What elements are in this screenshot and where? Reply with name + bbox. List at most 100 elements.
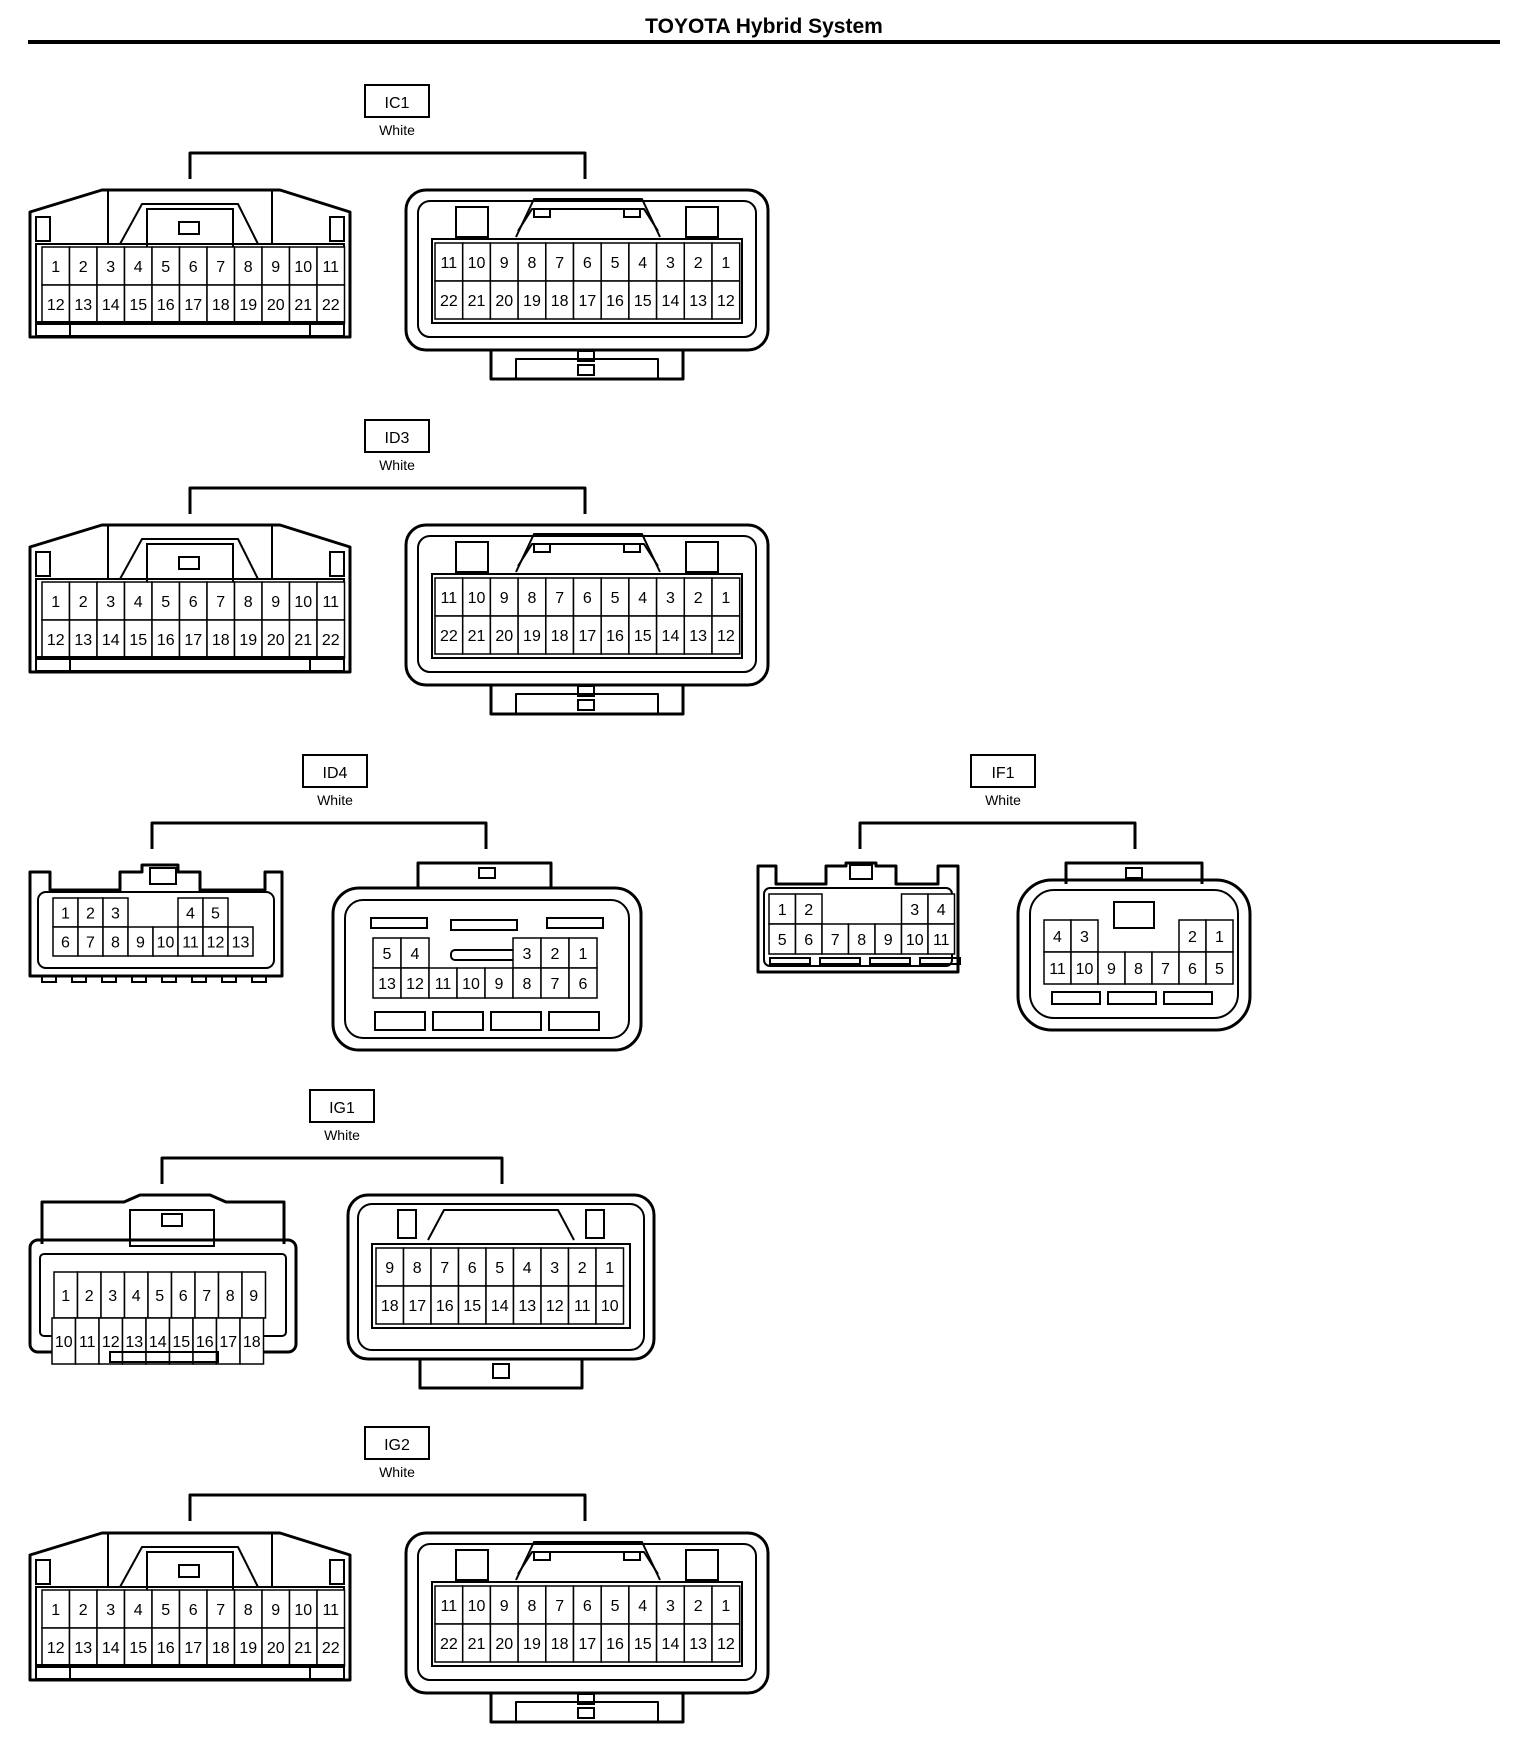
pin-number: 3 [910,902,919,919]
pin-number: 7 [216,1602,225,1619]
connector-color: White [324,1127,360,1143]
pin-number: 2 [551,946,560,963]
pin-number: 9 [500,590,509,607]
pin-cell [655,577,686,617]
housing-inner [1029,889,1239,1019]
pin-number: 12 [47,632,65,649]
pin-number: 21 [468,293,486,310]
pin-cell [102,926,129,957]
latch-hook [623,208,641,218]
pin-number: 5 [161,594,170,611]
pin-number: 2 [79,594,88,611]
connector-code: IC1 [385,95,410,112]
pin-number: 6 [804,932,813,949]
pin-cell [1124,951,1153,985]
pin-cell [123,1627,153,1667]
pin-number: 19 [523,293,541,310]
pin-number: 9 [249,1288,258,1305]
pin-number: 10 [294,1602,312,1619]
pin-number: 3 [523,946,532,963]
pin-number: 17 [184,1640,202,1657]
latch [427,1209,575,1241]
pin-number: 11 [574,1298,591,1315]
pin-number: 2 [694,1598,703,1615]
pin-number: 9 [495,976,504,993]
pin-number: 5 [161,259,170,276]
pin-number: 13 [74,1640,92,1657]
pin-number: 13 [74,632,92,649]
pin-number: 1 [721,590,730,607]
pin-cell [628,1585,658,1625]
pin-cell [227,926,254,957]
terminal-slot [432,1011,484,1031]
pin-number: 8 [226,1288,235,1305]
pin-number: 1 [51,259,60,276]
pin-number: 18 [551,628,569,645]
latch [517,208,659,232]
pin-cell [152,926,179,957]
pin-cell [711,577,741,617]
terminal-tab [41,975,57,983]
pin-field [431,573,743,659]
pin-cell [1205,951,1234,985]
pin-number: 15 [129,632,147,649]
lock-window [397,1209,417,1239]
pin-field [431,1581,743,1667]
pin-number: 17 [578,628,596,645]
pin-number: 7 [555,255,564,272]
pin-number: 1 [51,1602,60,1619]
connector-color: White [317,792,353,808]
pin-number: 17 [578,293,596,310]
pin-number: 15 [463,1298,481,1315]
pin-number: 15 [634,293,652,310]
lock-window [685,1549,719,1581]
pin-number: 17 [219,1334,237,1351]
guide-rib [35,551,51,577]
guide-rib [329,551,345,577]
pin-number: 16 [606,1636,624,1653]
lock-key [577,685,595,697]
pin-number: 11 [322,594,339,611]
pin-cell [572,242,602,282]
housing-outline [331,886,643,1052]
connector-code: ID3 [385,430,410,447]
header-bracket [188,1493,587,1521]
housing-inner [417,535,757,673]
pin-number: 7 [440,1260,449,1277]
latch [1113,901,1155,929]
pin-cell [178,581,208,621]
pin-number: 9 [1107,961,1116,978]
pin-number: 2 [804,902,813,919]
pin-cell [461,1623,492,1663]
pin-cell [151,284,181,324]
pin-number: 16 [157,632,175,649]
pin-cell [461,280,492,320]
housing-outline [107,1533,273,1587]
pin-number: 5 [611,1598,620,1615]
housing-inner [417,200,757,338]
pin-number: 4 [638,255,647,272]
pin-cell [52,926,79,957]
pin-number: 2 [85,1288,94,1305]
lock-key [478,867,496,879]
terminal-tab [251,975,267,983]
lock-tab [489,685,685,716]
pin-number: 22 [440,628,458,645]
latch [515,198,661,238]
pin-cell [151,246,181,286]
pin-number: 12 [717,293,735,310]
latch-key [178,221,200,235]
pin-number: 8 [527,590,536,607]
pin-number: 7 [86,935,95,952]
pin-number: 9 [500,1598,509,1615]
pin-cell [1043,951,1072,985]
pin-number: 19 [523,1636,541,1653]
housing-inner [37,891,275,969]
